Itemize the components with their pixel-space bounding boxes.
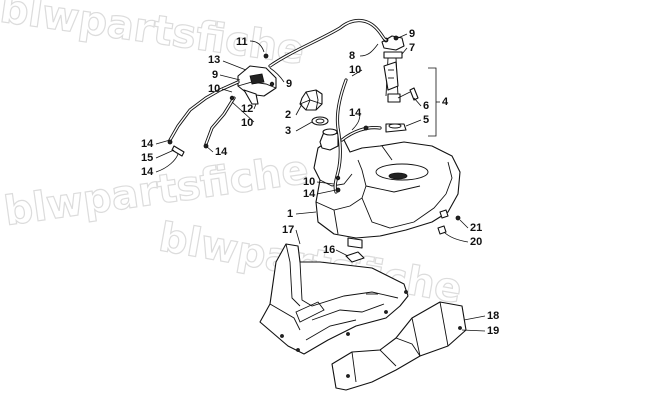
callout-14e: 14 (303, 188, 316, 200)
callout-14d: 14 (349, 107, 362, 119)
callout-9a: 9 (212, 69, 218, 81)
fastener-part-21[interactable] (455, 215, 461, 221)
callout-7: 7 (409, 42, 415, 54)
callout-14b: 14 (141, 166, 154, 178)
callout-14c: 14 (215, 146, 228, 158)
callout-3: 3 (285, 125, 291, 137)
fuel-pump-assembly-part-4[interactable] (381, 35, 419, 133)
callout-11: 11 (236, 36, 248, 48)
callout-21: 21 (470, 222, 482, 234)
callout-labels: 1113991012101415141481097231465410141212… (141, 28, 499, 337)
callout-15: 15 (141, 152, 153, 164)
callout-9b: 9 (286, 78, 292, 90)
leader-lines (155, 33, 486, 332)
callout-9c: 9 (409, 28, 415, 40)
vent-valve-part-13[interactable] (237, 53, 277, 105)
vent-hoses-part-10[interactable] (168, 18, 388, 194)
filler-neck (319, 128, 339, 151)
callout-10a: 10 (208, 83, 220, 95)
callout-5: 5 (423, 114, 429, 126)
watermark-text-middle: blwpartsfiche (1, 147, 311, 235)
callout-8: 8 (349, 50, 355, 62)
skid-plate-part-17[interactable] (259, 243, 409, 355)
callout-10c: 10 (349, 64, 361, 76)
callout-19: 19 (487, 325, 499, 337)
callout-12: 12 (241, 103, 253, 115)
callout-20: 20 (470, 236, 482, 248)
bushing-part-16[interactable] (345, 251, 365, 263)
callout-10b: 10 (241, 117, 253, 129)
callout-16: 16 (323, 244, 335, 256)
callout-17: 17 (282, 224, 294, 236)
callout-2: 2 (285, 109, 291, 121)
callout-6: 6 (423, 100, 429, 112)
callout-10d: 10 (303, 176, 315, 188)
callout-4: 4 (442, 96, 449, 108)
callout-4-bracket (428, 67, 440, 137)
gasket-part-3[interactable] (311, 116, 329, 126)
callout-1: 1 (287, 208, 293, 220)
callout-14a: 14 (141, 138, 154, 150)
hose-fitting-part-15[interactable] (171, 145, 185, 157)
callout-13: 13 (208, 54, 220, 66)
callout-18: 18 (487, 310, 499, 322)
watermark-text-top: blwpartsfiche (0, 0, 307, 74)
fuel-cap-part-2[interactable] (299, 89, 323, 111)
